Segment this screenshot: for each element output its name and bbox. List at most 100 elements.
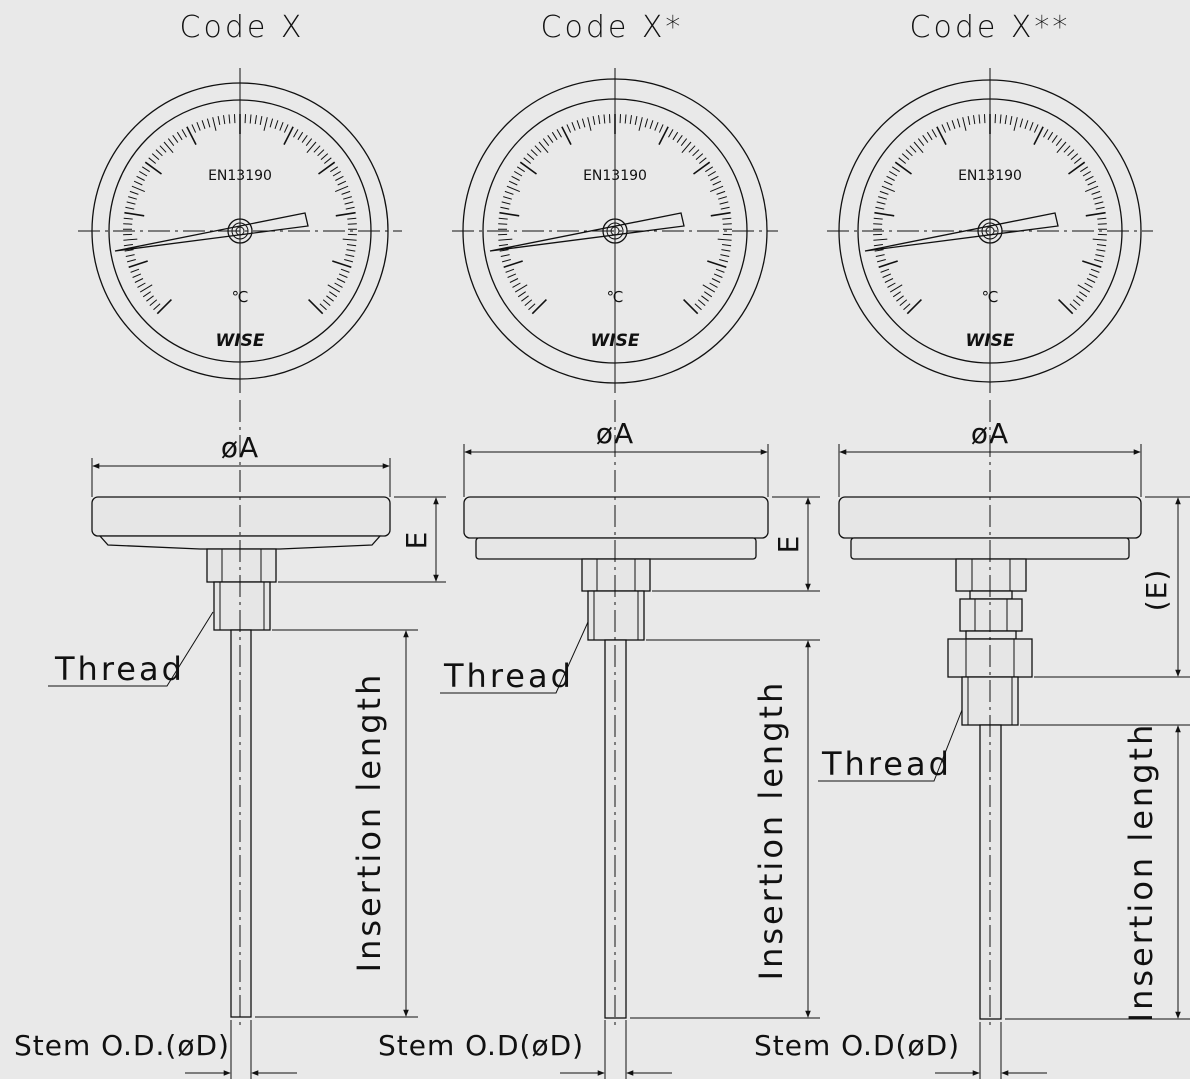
dial-unit-text: ℃: [607, 288, 624, 306]
pointer-hub: [602, 218, 628, 244]
pointer-hub: [227, 218, 253, 244]
scale-tick: [1076, 295, 1084, 302]
scale-tick: [712, 180, 722, 186]
scale-tick: [710, 185, 724, 193]
height-label: E: [400, 531, 433, 550]
scale-tick: [1096, 249, 1106, 252]
scale-tick: [124, 211, 145, 217]
scale-tick: [516, 166, 525, 173]
scale-tick: [1068, 161, 1086, 175]
scale-tick: [720, 254, 730, 257]
scale-tick: [531, 299, 547, 315]
scale-tick: [317, 149, 325, 157]
scale-tick: [500, 254, 510, 257]
scale-tick: [1082, 260, 1102, 268]
code-label: Code X*: [541, 10, 684, 45]
scale-tick: [999, 114, 1002, 124]
scale-tick: [978, 114, 981, 124]
scale-tick: [313, 145, 321, 153]
scale-tick: [875, 254, 885, 257]
scale-tick: [335, 211, 356, 217]
scale-tick: [873, 217, 883, 220]
scale-tick: [344, 201, 354, 205]
thread-fitting: [587, 590, 645, 641]
scale-tick: [206, 118, 211, 128]
scale-tick: [123, 244, 133, 247]
scale-tick: [126, 201, 136, 205]
scale-tick: [716, 190, 726, 195]
scale-tick: [1004, 115, 1007, 125]
scale-tick: [139, 170, 148, 177]
scale-tick: [598, 115, 601, 125]
scale-tick: [709, 282, 718, 288]
scale-tick: [973, 115, 976, 125]
scale-tick: [335, 175, 344, 181]
scale-tick: [1047, 131, 1054, 141]
scale-tick: [922, 135, 929, 143]
scale-tick: [514, 170, 523, 177]
dial-standard-text: EN13190: [583, 168, 647, 184]
scale-tick: [530, 149, 538, 157]
scale-tick: [263, 117, 268, 131]
scale-tick: [501, 201, 511, 205]
scale-tick: [603, 114, 606, 124]
scale-tick: [149, 299, 158, 306]
scale-tick: [338, 273, 348, 278]
scale-tick: [293, 129, 299, 138]
scale-tick: [876, 201, 886, 205]
scale-tick: [1069, 303, 1077, 311]
scale-tick: [201, 120, 206, 129]
scale-tick: [501, 259, 511, 263]
scale-tick: [967, 116, 971, 125]
scale-tick: [576, 120, 581, 129]
thread-fitting: [213, 581, 271, 631]
scale-tick: [125, 254, 135, 257]
stem-od-label: Stem O.D(øD): [378, 1029, 584, 1062]
scale-tick: [542, 138, 550, 147]
scale-tick: [521, 295, 529, 302]
code-label: Code X**: [910, 10, 1071, 45]
scale-tick: [547, 135, 554, 143]
dial-scale-ticks: [122, 114, 358, 315]
scale-tick: [629, 115, 632, 125]
scale-tick: [1029, 122, 1034, 131]
scale-tick: [694, 303, 702, 311]
scale-tick: [274, 120, 279, 129]
scale-tick: [329, 291, 338, 298]
scale-tick: [125, 206, 135, 210]
scale-tick: [649, 120, 654, 129]
scale-tick: [212, 117, 217, 131]
scale-tick: [658, 126, 669, 145]
scale-tick: [334, 282, 343, 288]
scale-tick: [335, 185, 349, 193]
scale-tick: [1095, 254, 1105, 257]
scale-tick: [320, 153, 329, 160]
scale-tick: [523, 157, 532, 164]
scale-tick: [720, 206, 730, 210]
scale-tick: [1097, 217, 1107, 220]
scale-tick: [1033, 126, 1044, 145]
scale-tick: [1067, 149, 1075, 157]
scale-tick: [519, 161, 537, 175]
scale-tick: [318, 161, 336, 175]
scale-tick: [327, 284, 341, 293]
scale-tick: [1094, 259, 1104, 263]
scale-tick: [873, 223, 883, 225]
scale-tick: [886, 175, 895, 181]
scale-tick: [512, 282, 521, 288]
scale-tick: [124, 249, 134, 252]
scale-tick: [1079, 291, 1088, 298]
scale-tick: [524, 299, 533, 306]
scale-tick: [1091, 190, 1101, 195]
variant-code-x: Code X EN13190 ℃ WISE øA: [14, 10, 446, 1079]
scale-tick: [505, 268, 515, 273]
scale-tick: [1009, 116, 1013, 125]
scale-tick: [534, 145, 542, 153]
scale-tick: [899, 299, 908, 306]
scale-tick: [1086, 278, 1096, 283]
hex-nut: [581, 558, 651, 592]
scale-tick: [1033, 124, 1039, 133]
scale-tick: [909, 145, 917, 153]
scale-tick: [892, 291, 901, 298]
scale-tick: [1093, 196, 1102, 200]
